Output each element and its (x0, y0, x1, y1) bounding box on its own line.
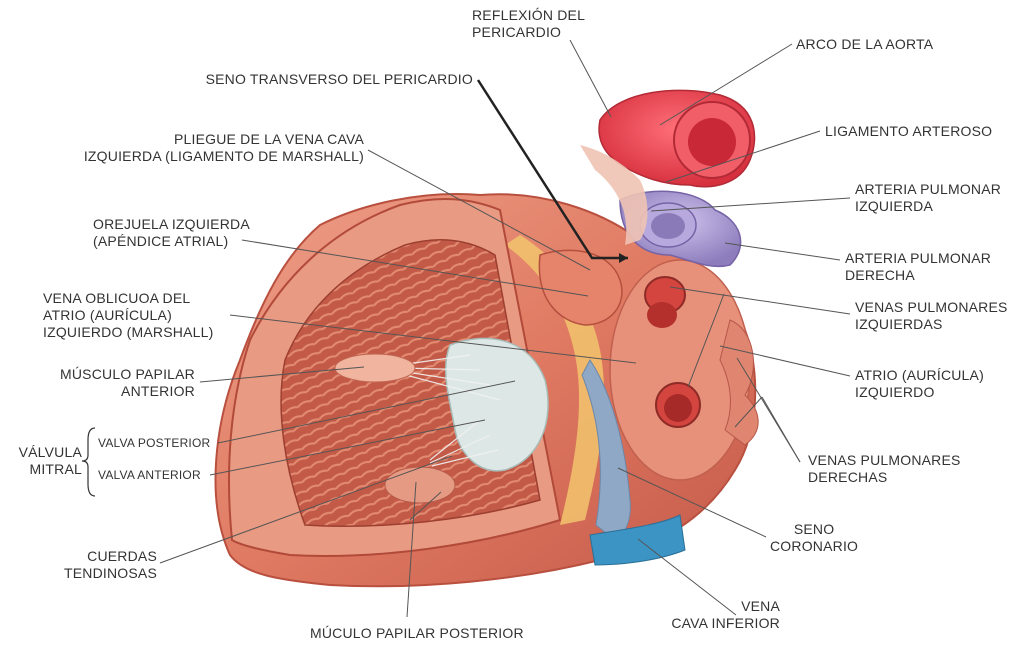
leader-venas-der-3 (734, 396, 763, 428)
leader-venas-izq-1 (669, 286, 851, 315)
mitral-bracket (81, 427, 96, 497)
anterior-papillary-muscle (334, 353, 416, 383)
leader-ap-izq (650, 197, 851, 212)
leader-valva-post (217, 380, 516, 444)
right-pulmonary-veins (719, 319, 759, 446)
leader-ligamento (665, 130, 821, 183)
arrow-head (619, 253, 628, 263)
leader-venas-izq-2 (687, 293, 725, 388)
leader-musculo-post-1 (406, 481, 417, 618)
label-seno-transverso: SENO TRANSVERSO DEL PERICARDIO (205, 71, 473, 87)
label-orejuela-izquierda: OREJUELA IZQUIERDA(APÉNDICE ATRIAL) (93, 216, 250, 249)
posterior-papillary-muscle (384, 466, 456, 504)
leader-musculo-post-2 (409, 491, 442, 521)
mitral-valve (444, 337, 549, 472)
seno-transverso-arrow (476, 79, 628, 260)
left-pulmonary-vein-lower (647, 302, 677, 328)
leader-seno-coronario (617, 467, 767, 538)
leader-arco-aorta (659, 43, 793, 126)
leader-vena-cava (637, 538, 737, 616)
label-valva-posterior: VALVA POSTERIOR (98, 436, 211, 450)
left-auricle (538, 249, 623, 326)
label-arco-aorta: ARCO DE LA AORTA (796, 36, 934, 52)
pericardial-reflection (580, 145, 648, 245)
leader-atrio-izq (719, 345, 851, 377)
label-valva-anterior: VALVA ANTERIOR (98, 468, 201, 482)
leader-venas-der-2 (761, 396, 801, 463)
label-musculo-papilar-posterior: MÚCULO PAPILAR POSTERIOR (310, 625, 524, 641)
leader-musculo-ant (199, 366, 365, 383)
label-ligamento-arteroso: LIGAMENTO ARTEROSO (825, 123, 993, 139)
leader-valva-ant (209, 419, 486, 476)
leader-vena-oblicua (229, 314, 637, 364)
leader-ap-der (724, 242, 841, 261)
leader-orejuela (241, 239, 589, 297)
leader-reflexion (569, 39, 612, 118)
leader-pliegue (367, 149, 591, 271)
label-atrio-izquierdo: ATRIO (AURÍCULA)IZQUIERDO (855, 367, 984, 400)
leader-cuerdas (159, 455, 453, 564)
inferior-vena-cava (589, 514, 686, 566)
leader-lines (159, 39, 851, 618)
